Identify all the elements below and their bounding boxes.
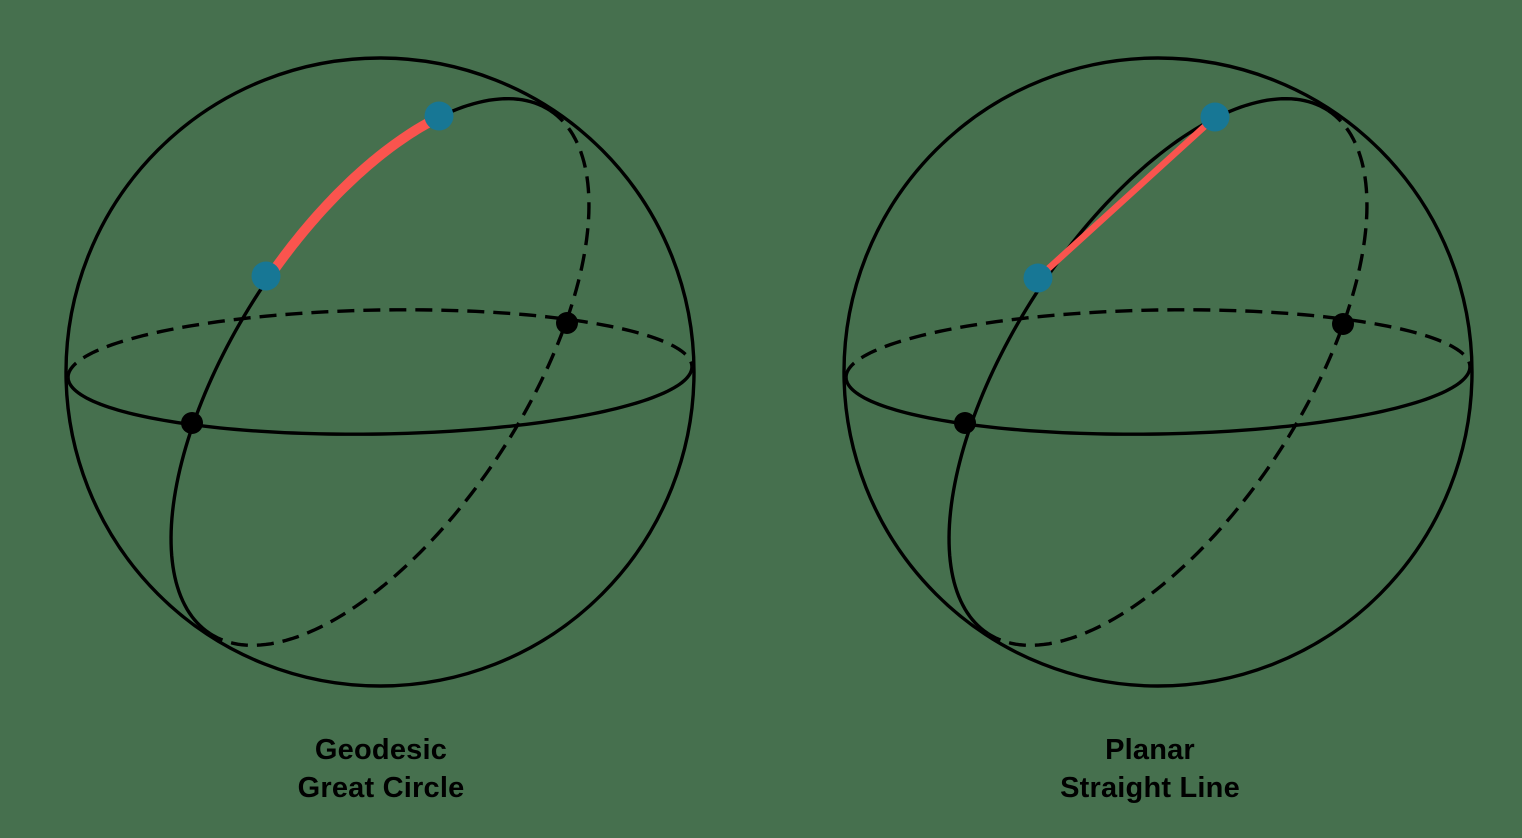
great-circle-front-arc — [169, 96, 551, 636]
label-geodesic-great-circle: Geodesic Great Circle — [298, 731, 465, 807]
endpoint-dot-upper — [424, 101, 454, 131]
equator-front-arc — [844, 366, 1472, 436]
equator-intersection-dot-back — [1332, 313, 1354, 335]
straight-chord-line — [1034, 113, 1219, 282]
label-geodesic-line1: Geodesic — [314, 734, 448, 766]
sphere-outline — [842, 56, 1474, 688]
endpoint-dot-upper — [1200, 102, 1230, 132]
label-planar-line1: Planar — [1105, 734, 1195, 766]
equator-intersection-dot-back — [556, 312, 578, 334]
sphere-outline — [64, 56, 696, 688]
great-circle-back-dashed-arc — [209, 108, 591, 648]
geodesic-arc — [263, 111, 445, 283]
label-geodesic-line2: Great Circle — [297, 772, 465, 804]
planar-sphere — [842, 56, 1474, 688]
equator-intersection-dot-front — [954, 412, 976, 434]
equator-back-dashed-arc — [844, 308, 1472, 378]
great-circle-back-dashed-arc — [987, 108, 1369, 648]
equator-back-dashed-arc — [66, 308, 694, 378]
label-planar-straight-line: Planar Straight Line — [1060, 731, 1240, 807]
label-planar-line2: Straight Line — [1060, 772, 1240, 804]
endpoint-dot-lower — [1023, 263, 1053, 293]
equator-front-arc — [66, 366, 694, 436]
great-circle-front-arc — [947, 96, 1329, 636]
equator-intersection-dot-front — [181, 412, 203, 434]
geodesic-sphere — [64, 56, 696, 688]
endpoint-dot-lower — [251, 261, 281, 291]
